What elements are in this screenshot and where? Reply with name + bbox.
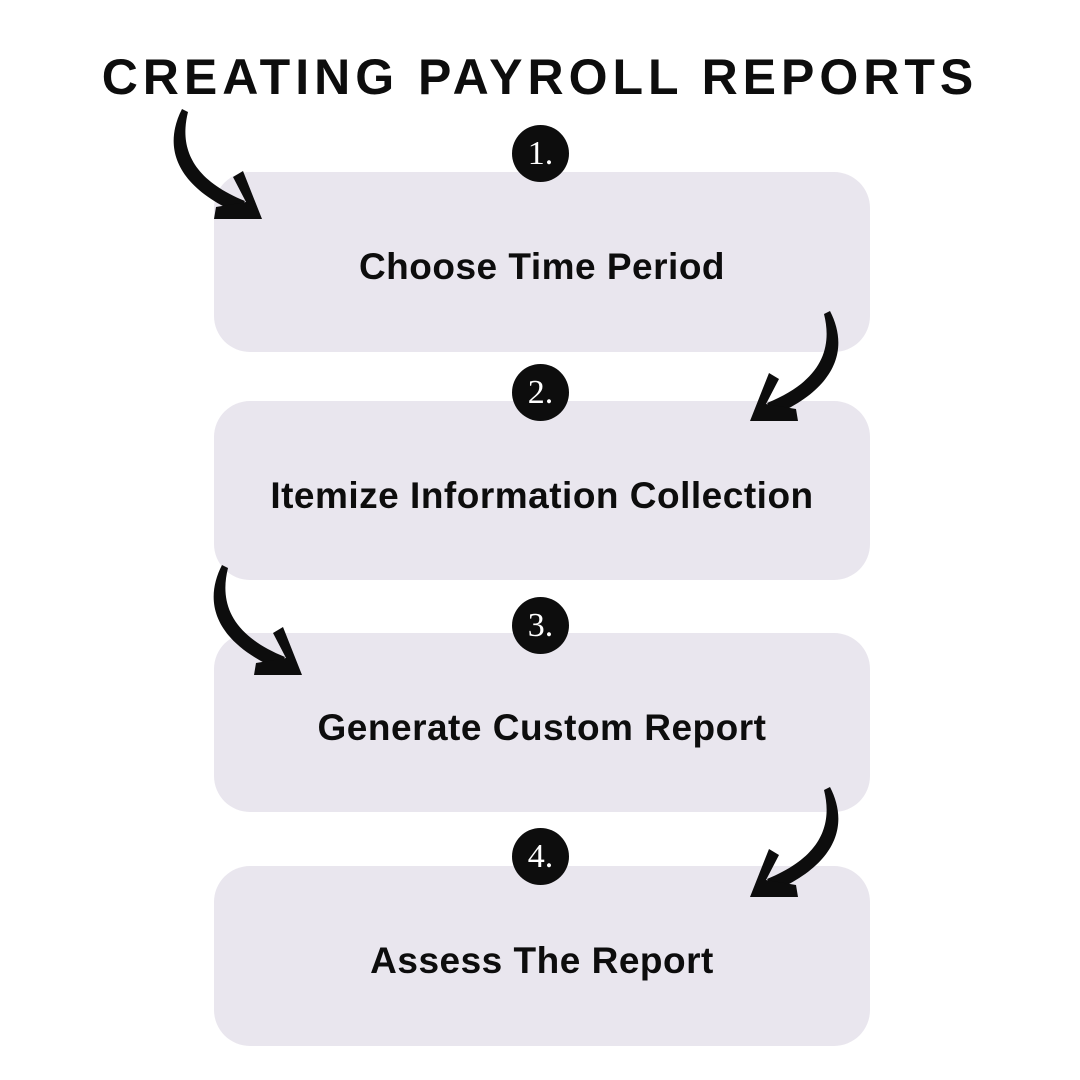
step-card: Generate Custom Report (214, 633, 870, 812)
step-label: Choose Time Period (358, 246, 726, 287)
step-card: Itemize Information Collection (214, 401, 870, 580)
step-number-badge: 1. (512, 125, 569, 182)
page-title: CREATING PAYROLL REPORTS (101, 49, 979, 105)
step-number-badge: 3. (512, 597, 569, 654)
step-card: Assess The Report (214, 866, 870, 1046)
step-number: 4. (527, 837, 554, 875)
step-number: 1. (527, 134, 554, 172)
step-number-badge: 4. (512, 828, 569, 885)
step-label: Assess The Report (370, 940, 714, 981)
step-number-badge: 2. (512, 364, 569, 421)
step-number: 2. (527, 373, 554, 411)
step-label: Generate Custom Report (317, 706, 767, 748)
step-label: Itemize Information Collection (270, 474, 814, 516)
step-number: 3. (527, 606, 554, 644)
step-card: Choose Time Period (214, 172, 870, 352)
